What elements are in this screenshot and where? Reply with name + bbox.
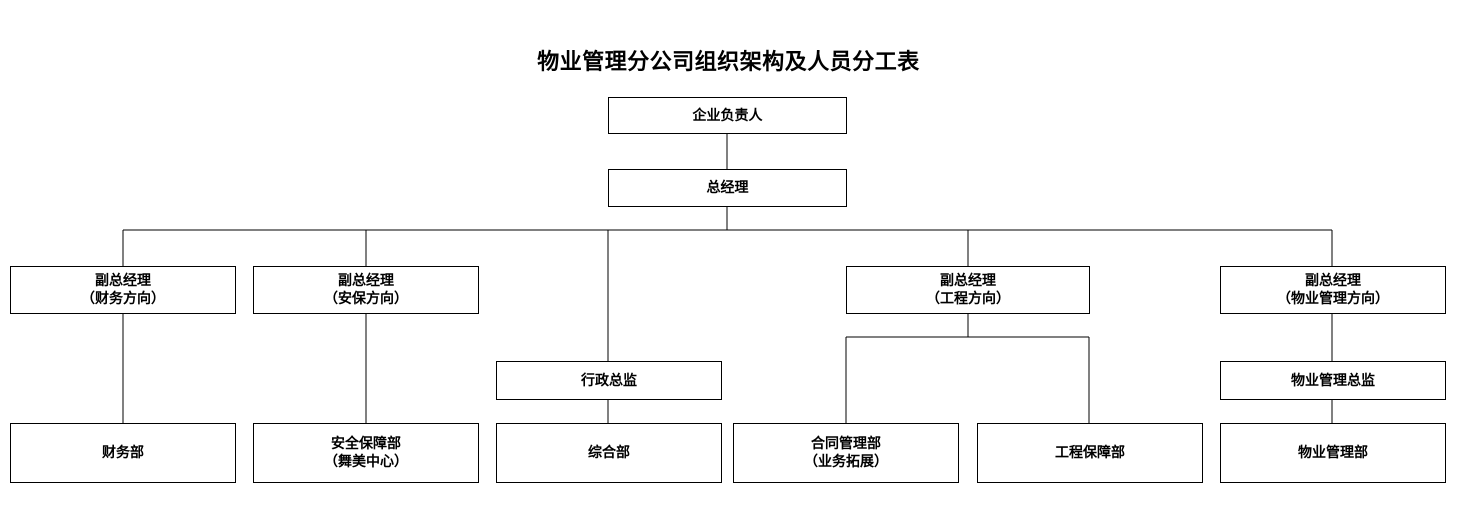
node-label: 副总经理	[95, 273, 151, 289]
node-sublabel: （物业管理方向）	[1277, 291, 1389, 307]
node-label: 副总经理	[940, 273, 996, 289]
node-label: 总经理	[706, 180, 749, 196]
node-general-manager: 总经理	[608, 169, 847, 207]
node-sublabel: （舞美中心）	[324, 454, 408, 470]
node-sublabel: （工程方向）	[926, 291, 1010, 307]
node-contract-dept: 合同管理部 （业务拓展）	[733, 423, 959, 483]
node-label: 合同管理部	[811, 436, 881, 452]
node-label: 行政总监	[581, 372, 637, 389]
node-vp-property: 副总经理 （物业管理方向）	[1220, 266, 1446, 314]
node-sublabel: （安保方向）	[324, 291, 408, 307]
node-general-dept: 综合部	[496, 423, 722, 483]
node-sublabel: （财务方向）	[81, 291, 165, 307]
node-admin-director: 行政总监	[496, 361, 722, 400]
node-engineering-dept: 工程保障部	[977, 423, 1203, 483]
node-label: 综合部	[588, 445, 630, 461]
node-label: 财务部	[102, 445, 144, 461]
node-enterprise-head: 企业负责人	[608, 97, 847, 134]
node-security-dept: 安全保障部 （舞美中心）	[253, 423, 479, 483]
node-label: 物业管理总监	[1291, 372, 1375, 389]
node-label: 物业管理部	[1298, 445, 1368, 461]
node-label: 企业负责人	[692, 107, 763, 124]
node-vp-security: 副总经理 （安保方向）	[253, 266, 479, 314]
chart-title: 物业管理分公司组织架构及人员分工表	[537, 50, 920, 75]
node-finance-dept: 财务部	[10, 423, 236, 483]
node-vp-finance: 副总经理 （财务方向）	[10, 266, 236, 314]
node-label: 副总经理	[1305, 273, 1361, 289]
node-label: 工程保障部	[1055, 445, 1125, 461]
node-label: 副总经理	[338, 273, 394, 289]
node-sublabel: （业务拓展）	[804, 454, 888, 470]
node-property-director: 物业管理总监	[1220, 361, 1446, 400]
node-label: 安全保障部	[331, 436, 401, 452]
node-vp-engineering: 副总经理 （工程方向）	[846, 266, 1090, 314]
node-property-dept: 物业管理部	[1220, 423, 1446, 483]
